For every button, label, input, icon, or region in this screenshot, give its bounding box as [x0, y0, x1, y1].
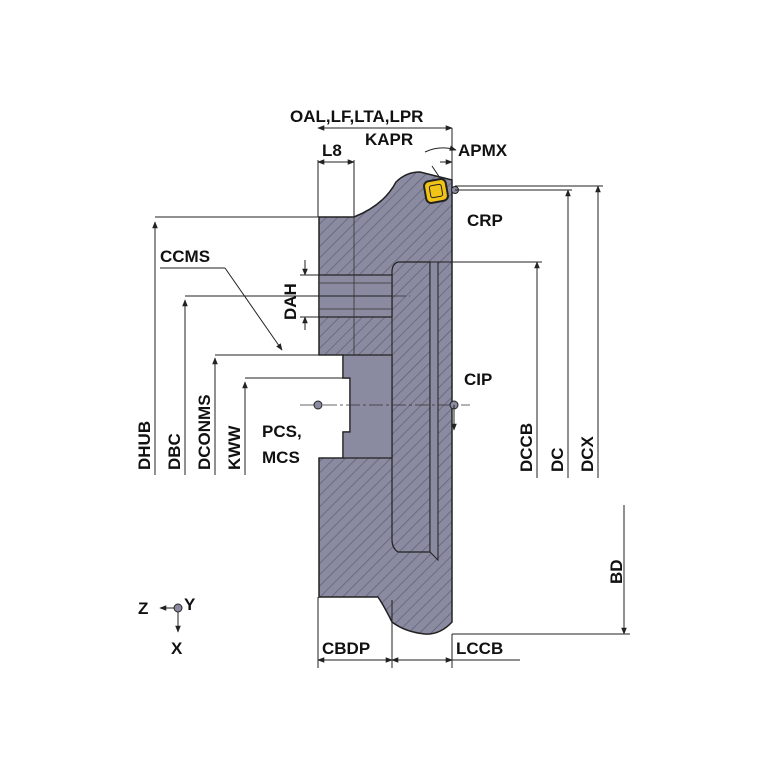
label-crp: CRP [467, 211, 503, 230]
label-dccb: DCCB [517, 423, 536, 472]
bottom-dimensions [317, 597, 520, 668]
label-kww: KWW [225, 425, 244, 470]
label-lccb: LCCB [456, 639, 503, 658]
label-apmx: APMX [458, 141, 508, 160]
label-dconms: DCONMS [195, 394, 214, 470]
label-axis-y: Y [184, 595, 196, 614]
label-pcs: PCS, [262, 422, 302, 441]
counterbore-region [391, 261, 431, 553]
label-cbdp: CBDP [322, 639, 370, 658]
label-cip: CIP [464, 370, 492, 389]
label-oal: OAL,LF,LTA,LPR [290, 107, 423, 126]
cutting-insert [423, 178, 449, 204]
label-axis-z: Z [138, 599, 148, 618]
label-dc: DC [548, 447, 567, 472]
label-dbc: DBC [165, 433, 184, 470]
label-l8: L8 [322, 141, 342, 160]
pcs-point [313, 400, 323, 410]
top-dimensions [317, 125, 457, 217]
right-dimensions [430, 185, 630, 635]
label-dcx: DCX [578, 435, 597, 472]
label-bd: BD [607, 559, 626, 584]
label-dhub: DHUB [135, 421, 154, 470]
label-mcs: MCS [262, 448, 300, 467]
label-kapr: KAPR [365, 130, 413, 149]
label-dah: DAH [281, 283, 300, 320]
label-axis-x: X [171, 639, 183, 658]
label-ccms: CCMS [160, 247, 210, 266]
coordinate-origin-icon [159, 603, 183, 633]
square-insert-icon [423, 178, 449, 204]
keyway-slot [342, 354, 393, 459]
left-dimensions [152, 216, 392, 475]
face-band [429, 261, 439, 562]
cutter-body [318, 171, 453, 635]
